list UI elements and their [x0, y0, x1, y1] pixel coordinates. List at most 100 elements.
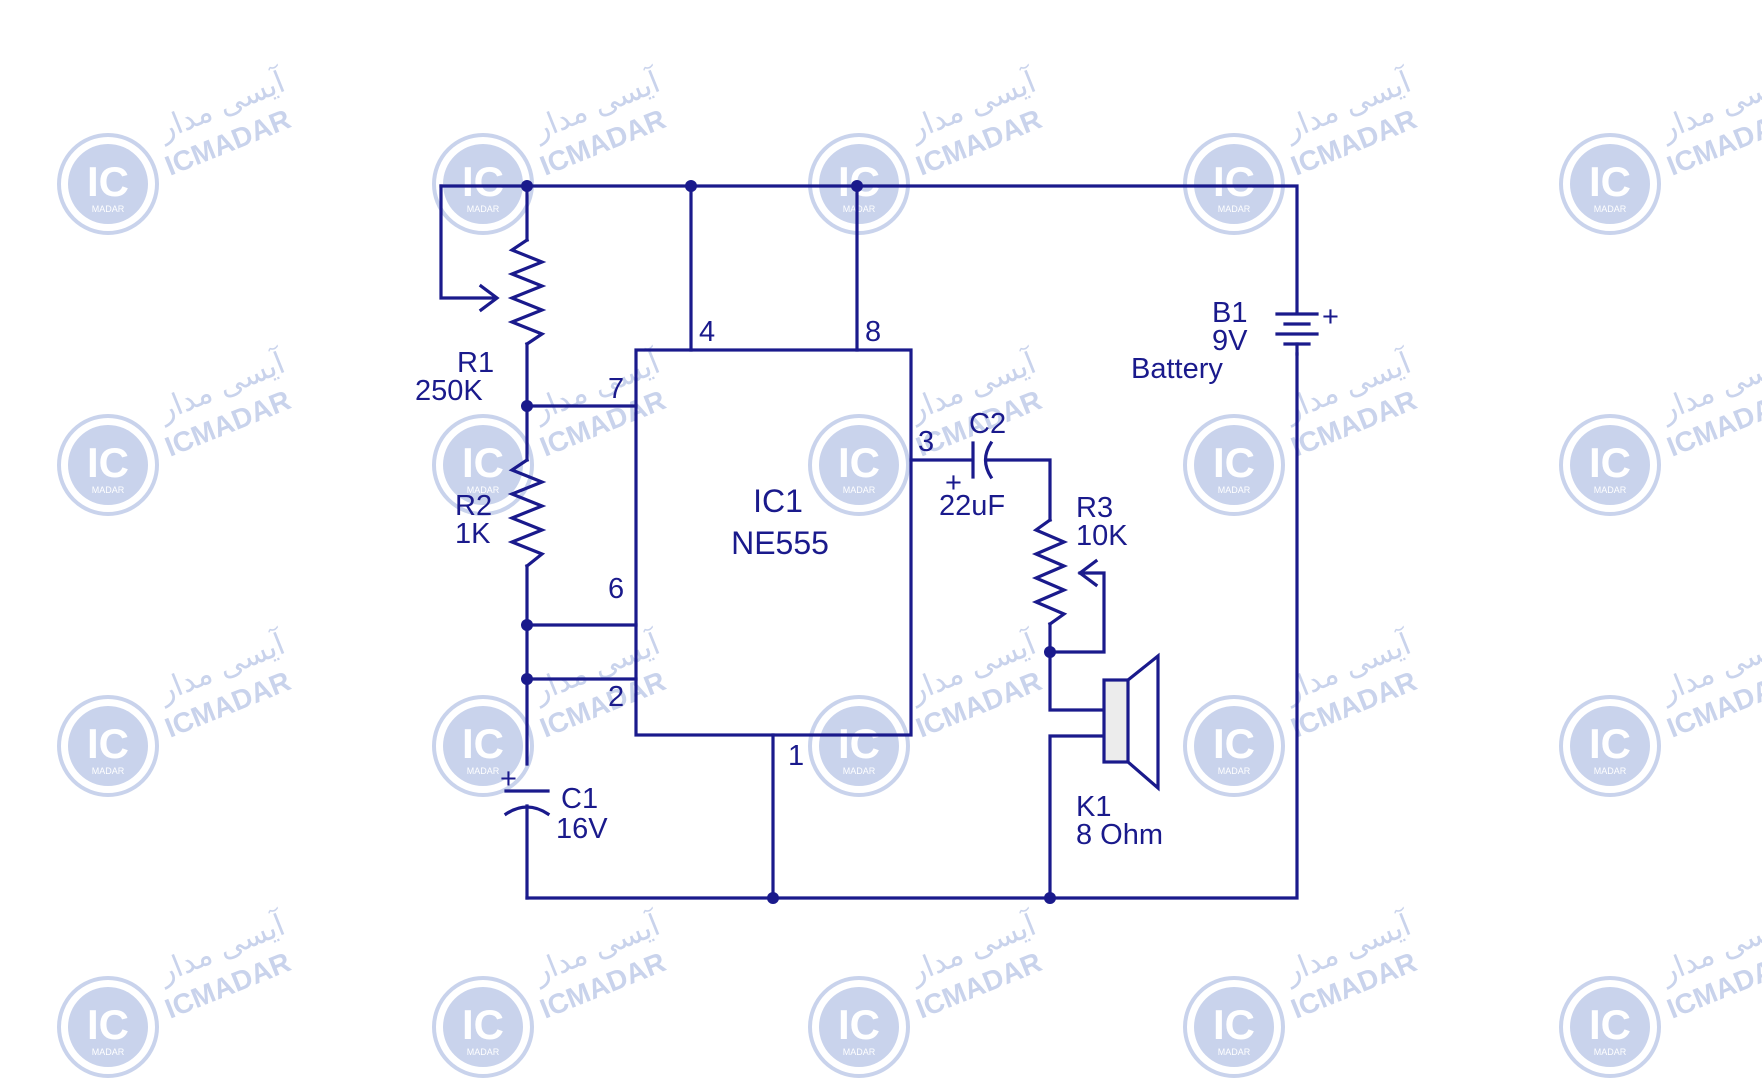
pin-4-label: 4: [699, 316, 715, 348]
c2-polarity: +: [945, 467, 962, 499]
c2-ref: C2: [969, 408, 1006, 440]
watermark-logo-text: IC: [87, 1001, 129, 1048]
k1-ref: K1: [1076, 791, 1111, 823]
watermark-disc-icon: [443, 987, 523, 1067]
junction-dot: [767, 892, 779, 904]
watermark-disc-icon: [443, 425, 523, 505]
watermark-ring-icon: [808, 695, 910, 797]
watermark-disc-icon: [819, 425, 899, 505]
watermark-logo-text: IC: [462, 158, 504, 205]
watermark-logo-subtext: MADAR: [843, 766, 876, 776]
speaker-cone: [1125, 652, 1160, 792]
watermark-disc-icon: [68, 425, 148, 505]
watermark-disc-icon: [1570, 425, 1650, 505]
watermark-logo-subtext: MADAR: [92, 485, 125, 495]
circuit: [439, 184, 1319, 900]
labels: IC1 NE555 4 8 7 6 2 3 1 R1 250K R2 1K + …: [415, 297, 1339, 851]
watermark-ring-icon: [1183, 414, 1285, 516]
watermark-logo-subtext: MADAR: [1594, 204, 1627, 214]
watermark-disc-icon: [819, 706, 899, 786]
junctions: [521, 180, 1056, 904]
watermark-logo-subtext: MADAR: [467, 485, 500, 495]
watermark-disc-icon: [1570, 987, 1650, 1067]
ic1-body: [634, 348, 913, 737]
r1-ref: R1: [457, 347, 494, 379]
watermark-logo-subtext: MADAR: [92, 766, 125, 776]
b1-desc: Battery: [1131, 353, 1223, 385]
watermark-logo-text: IC: [1213, 158, 1255, 205]
ic1-part: NE555: [731, 525, 829, 561]
junction-dot: [851, 180, 863, 192]
watermark-ring-icon: [432, 976, 534, 1078]
watermark-logo-text: IC: [1589, 158, 1631, 205]
k1-value: 8 Ohm: [1076, 819, 1163, 851]
c1-value: 16V: [556, 813, 608, 845]
r2-resistor-icon: [507, 457, 547, 569]
watermark-ring-icon: [57, 695, 159, 797]
watermark-logo-subtext: MADAR: [1218, 485, 1251, 495]
c1-polarity: +: [500, 763, 517, 795]
watermark-disc-icon: [819, 987, 899, 1067]
watermark-logo-text: IC: [1213, 1001, 1255, 1048]
wire-speaker-to-ground: [1048, 734, 1106, 900]
b1-ref: B1: [1212, 297, 1247, 329]
watermark-logo-subtext: MADAR: [92, 204, 125, 214]
watermark-disc-icon: [68, 144, 148, 224]
junction-dot: [521, 180, 533, 192]
watermark-logo-subtext: MADAR: [467, 1047, 500, 1057]
watermark-logo-text: IC: [838, 439, 880, 486]
junction-dot: [521, 400, 533, 412]
watermark-ring-icon: [432, 414, 534, 516]
r1-value: 250K: [415, 375, 483, 407]
junction-dot: [521, 619, 533, 631]
watermark-logo-subtext: MADAR: [1218, 204, 1251, 214]
watermark-logo-subtext: MADAR: [467, 766, 500, 776]
pin-3-label: 3: [918, 426, 934, 458]
watermark-disc-icon: [1194, 144, 1274, 224]
watermark-disc-icon: [1194, 425, 1274, 505]
watermark-ring-icon: [808, 414, 910, 516]
r2-value: 1K: [455, 518, 491, 550]
watermark-disc-icon: [68, 706, 148, 786]
wire-top-rail: [439, 184, 1299, 314]
watermark-logo-subtext: MADAR: [843, 204, 876, 214]
watermark-disc-icon: [1570, 706, 1650, 786]
junction-dot: [521, 673, 533, 685]
c2-value: 22uF: [939, 490, 1005, 522]
watermark-logo-text: IC: [1213, 439, 1255, 486]
r1-resistor-icon: [507, 237, 547, 347]
pin-7-label: 7: [608, 373, 624, 405]
wire-bottom-rail: [525, 352, 1299, 900]
watermark-ring-icon: [432, 695, 534, 797]
r3-resistor-icon: [1031, 517, 1069, 627]
r3-wiper-arrow: [1077, 558, 1099, 588]
wire-c2-to-r3: [984, 458, 1052, 522]
watermark-logo-text: IC: [1589, 1001, 1631, 1048]
watermark-ring-icon: [808, 976, 910, 1078]
watermark-logo-text: IC: [462, 720, 504, 767]
c1-ref: C1: [561, 783, 598, 815]
watermark-ring-icon: [1183, 695, 1285, 797]
junction-dot: [1044, 892, 1056, 904]
wire-r3-wiper: [1048, 571, 1106, 654]
watermark-logo-text: IC: [462, 1001, 504, 1048]
junction-dot: [1044, 646, 1056, 658]
junction-dot: [685, 180, 697, 192]
speaker-magnet: [1102, 678, 1130, 764]
pin-1-label: 1: [788, 740, 804, 772]
wire-r1-wiper: [439, 184, 497, 300]
watermark-logo-subtext: MADAR: [1594, 485, 1627, 495]
watermark-logo-text: IC: [87, 158, 129, 205]
watermark-disc-icon: [443, 706, 523, 786]
watermark-ring-icon: [1559, 976, 1661, 1078]
